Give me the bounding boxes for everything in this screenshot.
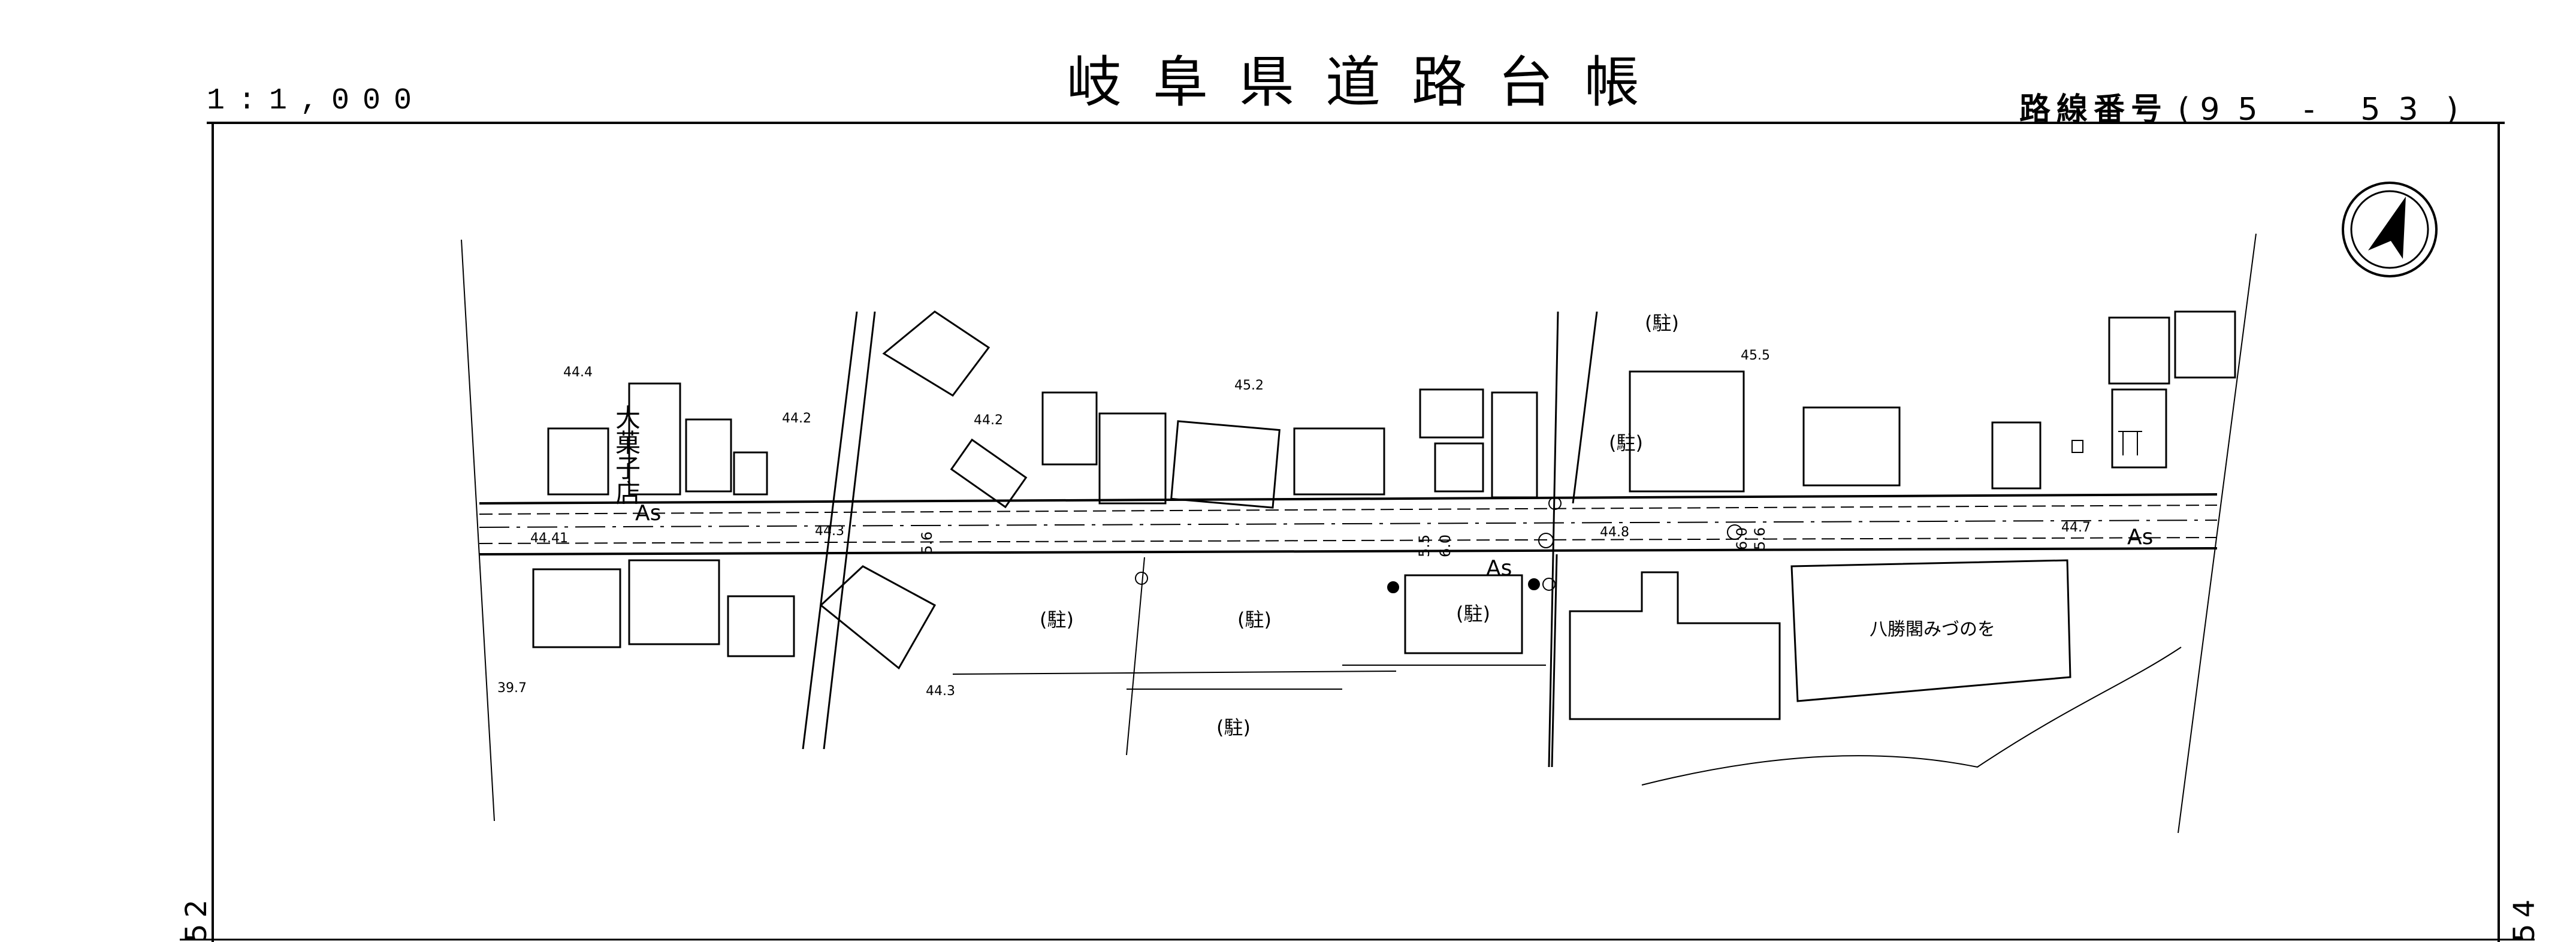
- map-extent-lines: [461, 233, 2257, 834]
- elevation-label: 44.3: [815, 524, 844, 539]
- building: [1790, 559, 2071, 702]
- map-symbols: [1135, 431, 2142, 593]
- elevation-labels: 44.4 44.2 44.2 45.2 45.5 44.41 44.3 44.8…: [497, 348, 2091, 699]
- road-surface-label: As: [635, 501, 661, 526]
- parking-label: (駐): [1040, 608, 1074, 631]
- route-open-paren: (: [2178, 92, 2190, 128]
- building: [1629, 370, 1745, 493]
- utility-pole-icon: [1528, 578, 1540, 590]
- building: [1802, 406, 1901, 487]
- building: [1098, 412, 1167, 505]
- building: [727, 595, 795, 657]
- shop-name-label: 大菓子店: [612, 404, 641, 505]
- building: [532, 568, 621, 648]
- building: [547, 427, 609, 496]
- road: [479, 493, 2218, 555]
- building: [2108, 316, 2170, 385]
- road-width-label: 6.0: [1437, 535, 1454, 557]
- elevation-label: 39.7: [497, 681, 527, 696]
- building: [1419, 388, 1484, 439]
- elevation-label: 45.5: [1741, 348, 1770, 363]
- elevation-label: 44.2: [782, 411, 811, 426]
- building: [819, 565, 937, 670]
- building: [685, 418, 732, 493]
- buildings-north: [547, 310, 2236, 509]
- building: [1293, 427, 1385, 496]
- parking-label: (駐): [1645, 312, 1679, 334]
- building-name-label: 八勝閣みづのを: [1870, 619, 1995, 640]
- building: [1991, 421, 2042, 490]
- north-arrow-icon: [2342, 182, 2438, 277]
- building: [628, 382, 681, 496]
- elevation-label: 44.41: [530, 531, 568, 546]
- manhole-icon: [1542, 578, 1556, 591]
- road-width-label: 5.5: [1416, 535, 1433, 557]
- building: [733, 451, 768, 496]
- buildings-south: [532, 559, 2071, 720]
- road-width-labels: 5.6 5.5 6.0 6.0 5.6: [919, 527, 1768, 557]
- manhole-icon: [1548, 497, 1562, 510]
- map-frame: [180, 122, 2535, 942]
- elevation-label: 45.2: [1234, 378, 1264, 393]
- building: [2111, 388, 2167, 469]
- building: [1041, 391, 1098, 466]
- building: [1170, 420, 1281, 509]
- fire-hydrant-icon: [1727, 524, 1743, 540]
- map-scale: 1:1,000: [207, 84, 425, 118]
- road-surface-label: As: [2127, 525, 2153, 550]
- small-structure-icon: [2071, 440, 2083, 453]
- utility-pole-icon: [1387, 581, 1399, 593]
- route-close-paren: ): [2446, 92, 2459, 128]
- road-surface-label: As: [1486, 556, 1512, 581]
- elevation-label: 44.2: [974, 413, 1003, 428]
- road-width-label: 5.6: [1751, 527, 1768, 550]
- elevation-label: 44.3: [926, 684, 955, 699]
- elevation-label: 44.4: [563, 365, 593, 380]
- building: [1434, 442, 1484, 493]
- parking-label: (駐): [1456, 602, 1490, 625]
- parcel-lines: [952, 557, 2182, 786]
- parking-label: (駐): [1609, 431, 1643, 454]
- page-title: 岐阜県道路台帳: [1067, 50, 1671, 114]
- building: [1404, 574, 1523, 654]
- building: [950, 438, 1028, 509]
- parking-label: (駐): [1216, 716, 1251, 739]
- building: [1569, 571, 1781, 720]
- building: [882, 310, 990, 397]
- parking-label: (駐): [1237, 608, 1272, 631]
- elevation-label: 44.7: [2061, 520, 2091, 535]
- road-width-label: 5.6: [919, 532, 935, 554]
- building: [1491, 391, 1538, 499]
- fire-hydrant-icon: [1538, 533, 1554, 548]
- building: [2174, 310, 2236, 379]
- torii-shrine-icon: [2118, 431, 2142, 455]
- elevation-label: 44.8: [1600, 525, 1629, 540]
- building: [628, 559, 720, 645]
- manhole-icon: [1135, 572, 1148, 585]
- map-text-labels: 大菓子店 八勝閣みづのを (駐) (駐) (駐) (駐) (駐) (駐) As …: [612, 312, 2154, 739]
